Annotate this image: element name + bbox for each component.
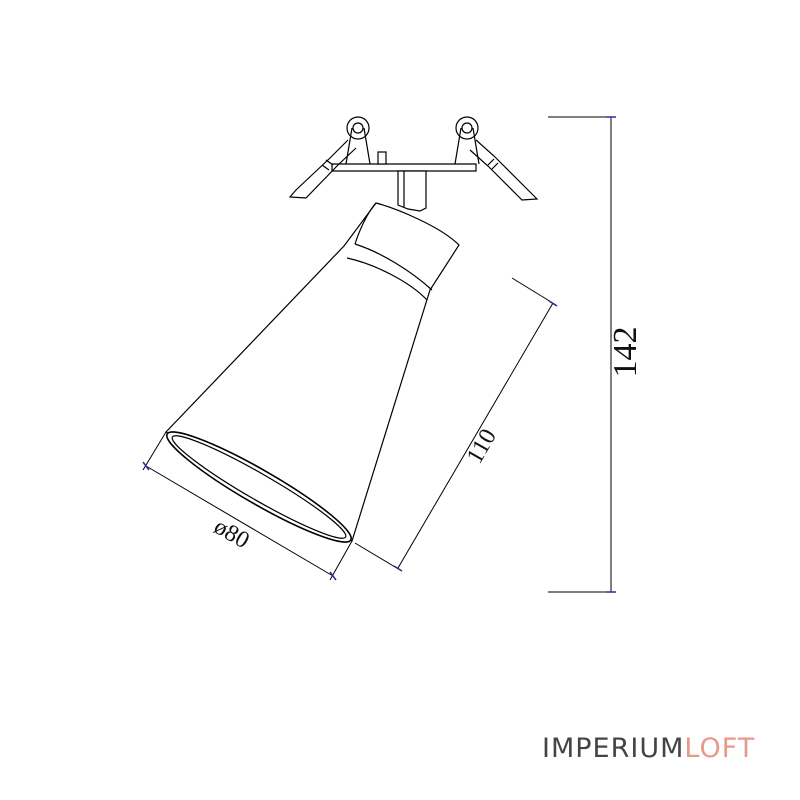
length-value: 110 bbox=[462, 425, 502, 468]
brand-logo: IMPERIUMLOFT bbox=[542, 733, 755, 764]
logo-part-loft: LOFT bbox=[684, 733, 756, 764]
mounting-frame bbox=[288, 116, 539, 201]
logo-part-imperium: IMPERIUM bbox=[542, 733, 685, 764]
lamp-shade bbox=[165, 202, 460, 543]
height-value: 142 bbox=[607, 327, 644, 378]
diameter-dimension bbox=[142, 431, 353, 581]
lamp-stem bbox=[397, 170, 427, 212]
length-dimension bbox=[354, 277, 558, 572]
height-dimension bbox=[548, 116, 616, 593]
diameter-value: ø80 bbox=[209, 514, 253, 555]
